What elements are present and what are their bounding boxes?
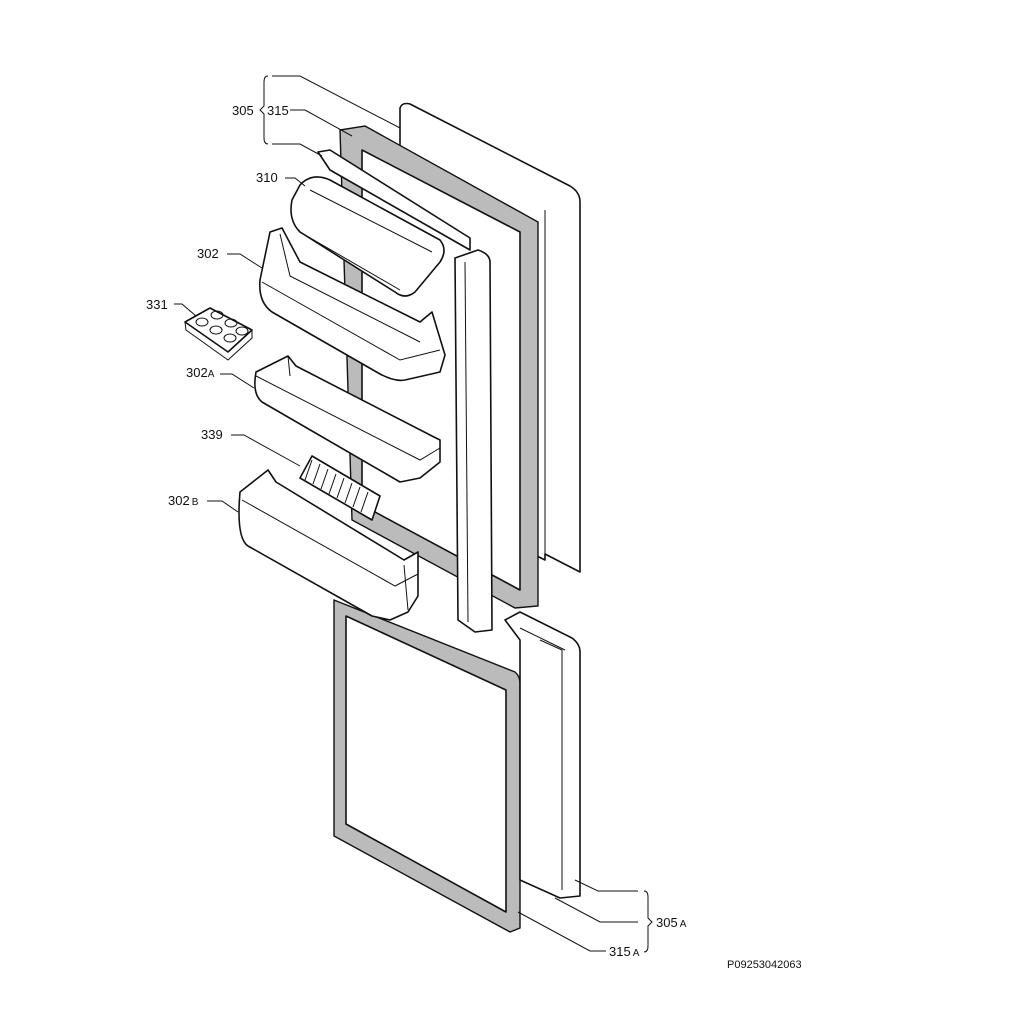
label-302a: 302A	[186, 365, 215, 380]
inner-door-liner	[317, 149, 493, 633]
lower-door-gasket	[333, 598, 521, 933]
label-310: 310	[256, 170, 278, 185]
label-315: 315	[267, 103, 289, 118]
label-302: 302	[197, 246, 219, 261]
leader-lines	[174, 75, 653, 953]
dairy-compartment-cover	[290, 176, 445, 297]
door-bin-302b	[238, 469, 419, 621]
lower-door-panel	[504, 611, 581, 899]
drawing-code: P09253042063	[727, 959, 802, 971]
egg-tray	[184, 307, 253, 361]
label-305: 305	[232, 103, 254, 118]
door-bin-302	[258, 227, 446, 382]
label-339: 339	[201, 427, 223, 442]
label-331: 331	[146, 297, 168, 312]
door-bin-302a	[254, 355, 441, 483]
bottle-retainer	[299, 455, 381, 521]
